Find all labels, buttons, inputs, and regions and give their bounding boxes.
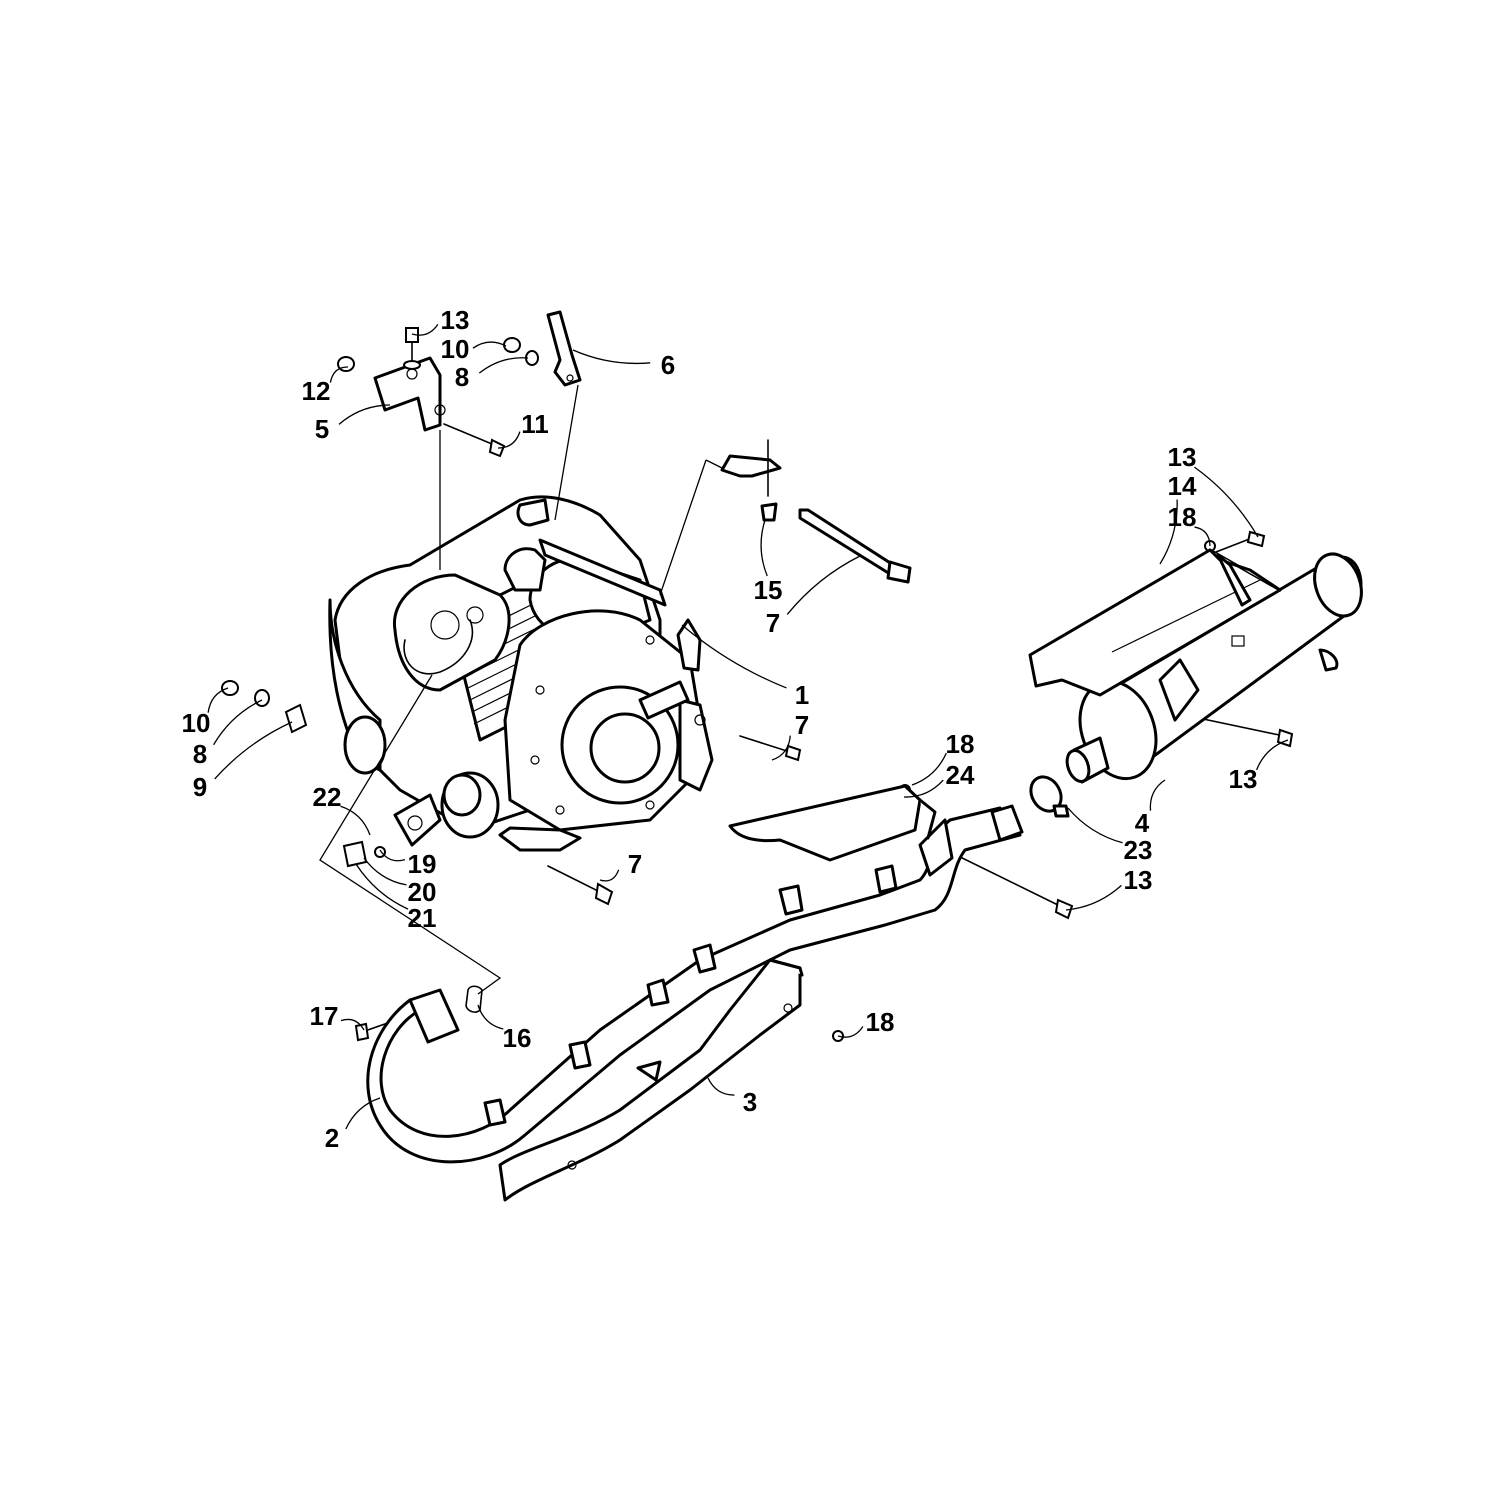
leader-line-5	[338, 404, 391, 425]
leader-line-9	[214, 721, 293, 780]
muffler	[1065, 552, 1363, 784]
assembly-lines	[319, 384, 723, 995]
callout-label-2: 2	[325, 1123, 339, 1153]
callout-label-19: 19	[408, 849, 437, 879]
leader-line-1	[681, 624, 787, 689]
leader-line-19	[379, 849, 406, 862]
callout-label-21: 21	[408, 903, 437, 933]
callout-label-8: 8	[455, 362, 469, 392]
leader-line-8	[213, 699, 263, 746]
leader-line-7	[599, 869, 620, 882]
callout-label-16: 16	[503, 1023, 532, 1053]
callout-label-14: 14	[1168, 471, 1197, 501]
leader-line-23	[1067, 807, 1123, 844]
callout-label-12: 12	[302, 376, 331, 406]
muffler-heat-shield	[1028, 548, 1282, 697]
callout-label-7: 7	[795, 710, 809, 740]
header-heat-shield	[498, 958, 804, 1202]
callout-label-13: 13	[1124, 865, 1153, 895]
callout-label-7: 7	[766, 608, 780, 638]
leader-line-20	[363, 857, 407, 886]
engine-assembly	[328, 495, 714, 852]
callout-label-13: 13	[1229, 764, 1258, 794]
leader-line-13	[1065, 884, 1122, 911]
leader-line-7	[786, 555, 861, 615]
callout-label-4: 4	[1135, 808, 1150, 838]
callout-label-18: 18	[946, 729, 975, 759]
callout-label-7: 7	[628, 849, 642, 879]
engine-mount-bracket	[373, 356, 446, 432]
callout-label-15: 15	[754, 575, 783, 605]
callout-label-3: 3	[743, 1087, 757, 1117]
leader-line-24	[903, 779, 944, 798]
leader-line-3	[707, 1077, 735, 1096]
leader-line-13	[1255, 739, 1289, 771]
leader-line-6	[572, 349, 651, 365]
mid-heat-shield	[728, 784, 937, 862]
leader-line-21	[355, 863, 409, 910]
callout-label-18: 18	[866, 1007, 895, 1037]
leader-line-2	[345, 1097, 381, 1130]
leader-line-18	[1194, 526, 1211, 547]
callout-label-10: 10	[441, 334, 470, 364]
leader-line-13	[411, 323, 439, 336]
callout-label-8: 8	[193, 739, 207, 769]
leader-line-11	[497, 431, 521, 449]
callout-label-9: 9	[193, 772, 207, 802]
leader-line-10	[472, 341, 507, 349]
callout-label-17: 17	[310, 1001, 339, 1031]
leader-line-17	[340, 1018, 365, 1031]
callout-label-13: 13	[441, 305, 470, 335]
leader-line-8	[478, 357, 529, 374]
leader-line-18	[837, 1026, 864, 1038]
leader-line-15	[760, 519, 768, 577]
leader-line-7	[771, 735, 791, 761]
callout-label-5: 5	[315, 414, 329, 444]
callout-label-20: 20	[408, 877, 437, 907]
callout-leader-lines	[207, 323, 1289, 1130]
muffler-clamp	[1029, 775, 1070, 818]
callout-label-6: 6	[661, 350, 675, 380]
leader-line-22	[340, 805, 371, 836]
callout-label-22: 22	[313, 782, 342, 812]
leader-line-16	[477, 1004, 504, 1030]
callout-label-18: 18	[1168, 502, 1197, 532]
callout-label-10: 10	[182, 708, 211, 738]
callout-label-13: 13	[1168, 442, 1197, 472]
leader-line-4	[1149, 779, 1166, 811]
leader-line-12	[329, 366, 349, 383]
leader-line-18	[911, 752, 947, 786]
exhaust-header-pipe	[366, 804, 1024, 1164]
leader-line-13	[1194, 466, 1259, 538]
callout-label-24: 24	[946, 760, 975, 790]
callout-label-23: 23	[1124, 835, 1153, 865]
leader-line-10	[207, 687, 229, 713]
leader-line-14	[1159, 499, 1178, 565]
callout-label-1: 1	[795, 680, 809, 710]
callout-label-11: 11	[521, 409, 549, 439]
upper-mount-bracket	[546, 310, 582, 387]
right-mount-bracket	[720, 439, 912, 584]
